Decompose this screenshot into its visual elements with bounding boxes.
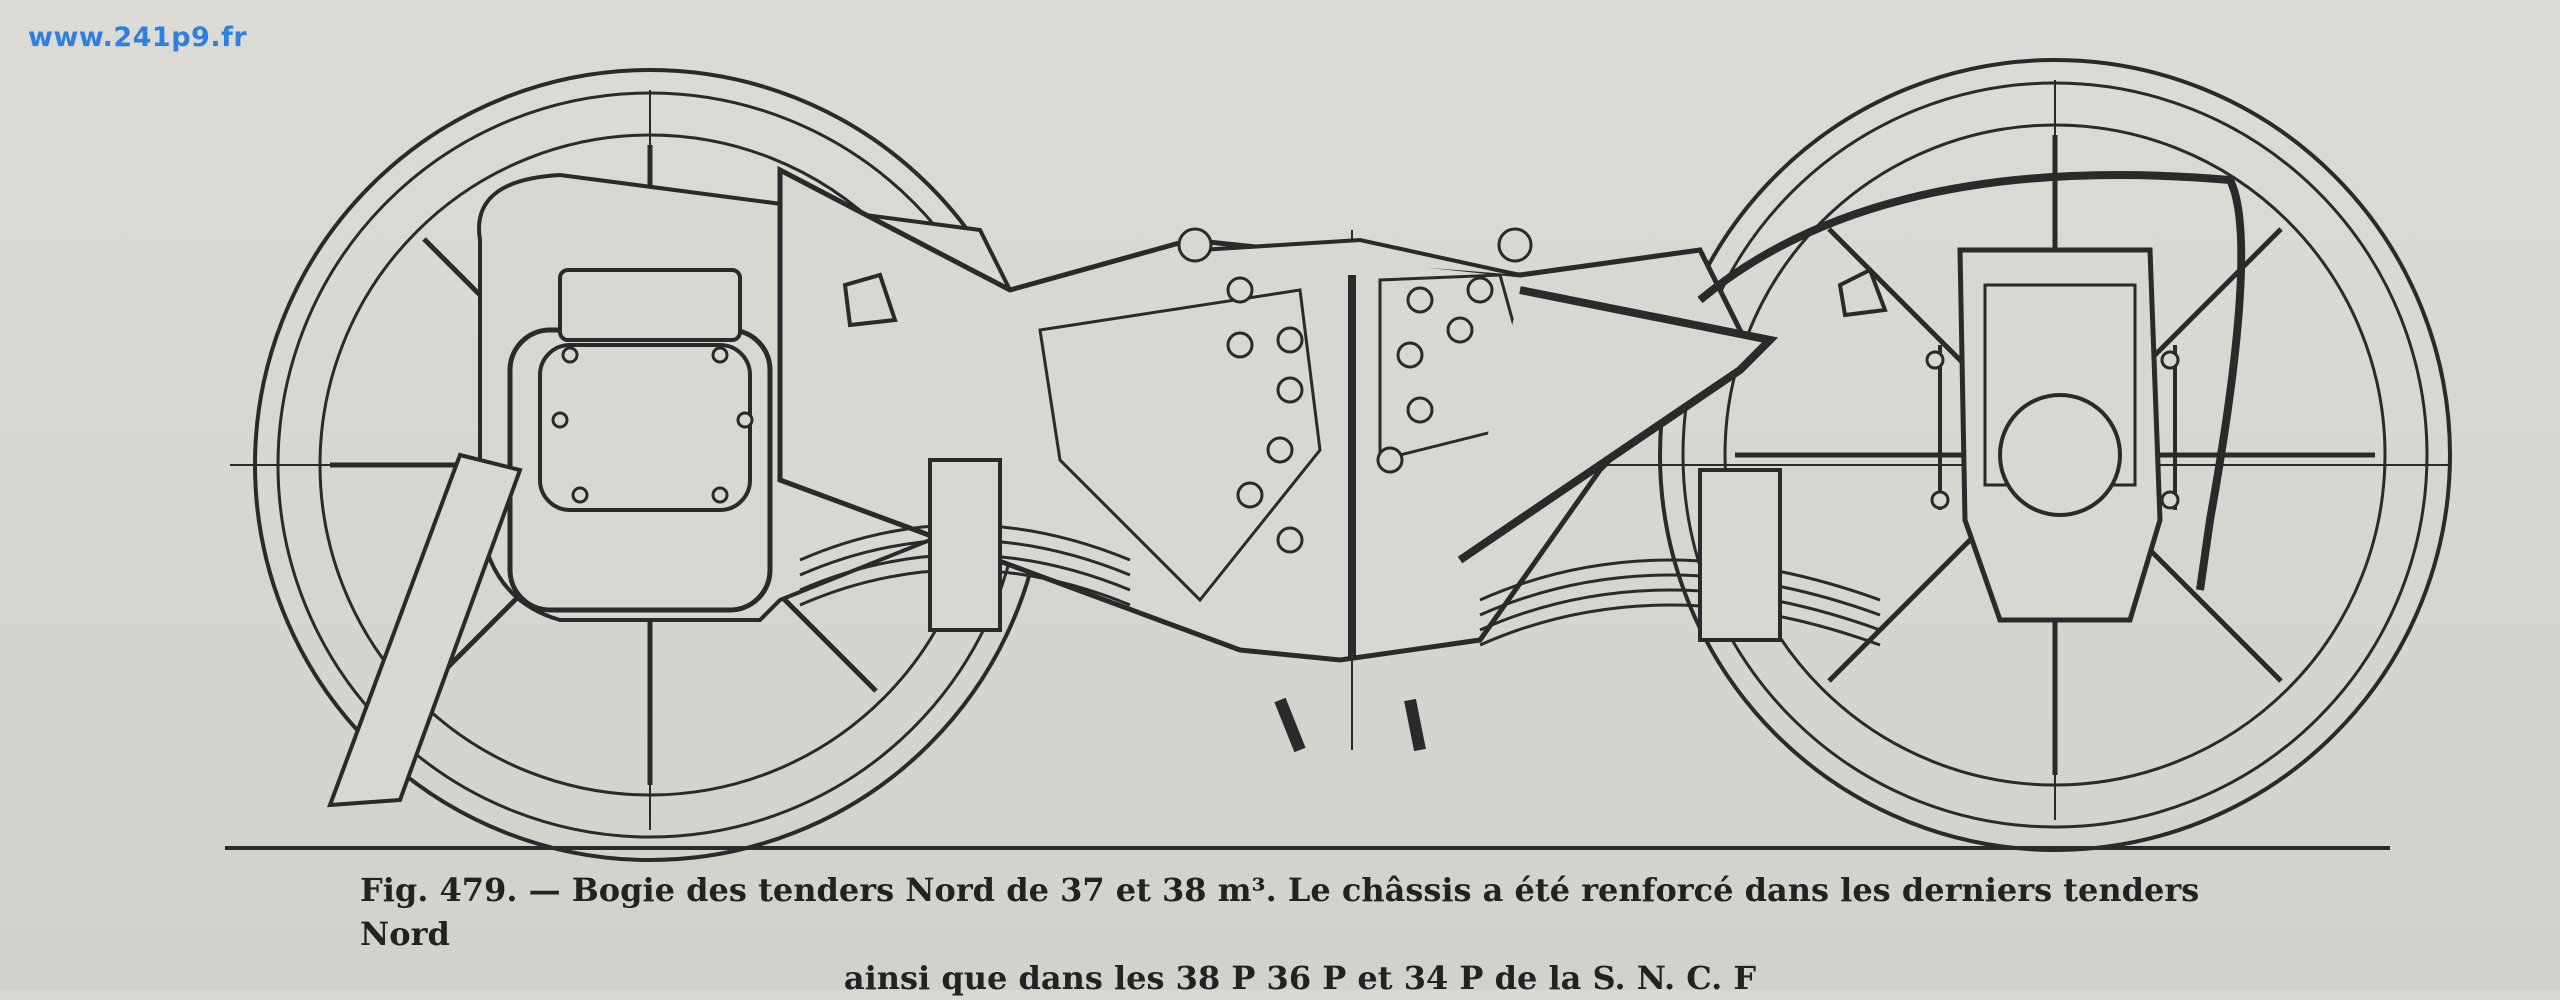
- bogie-frame: [777, 165, 1888, 663]
- pivot-bolts: [1274, 697, 1426, 753]
- right-axle-box: [1925, 247, 2180, 623]
- left-brake-hanger: [327, 452, 523, 808]
- caption-line-2: ainsi que dans les 38 P 36 P et 34 P de …: [843, 959, 1757, 997]
- brake-rod: [1697, 171, 2246, 591]
- site-watermark[interactable]: www.241p9.fr: [28, 22, 248, 53]
- caption-line-1: Fig. 479. — Bogie des tenders Nord de 37…: [360, 871, 2200, 953]
- figure-caption: Fig. 479. — Bogie des tenders Nord de 37…: [300, 868, 2300, 1000]
- leaf-springs: [799, 458, 1881, 647]
